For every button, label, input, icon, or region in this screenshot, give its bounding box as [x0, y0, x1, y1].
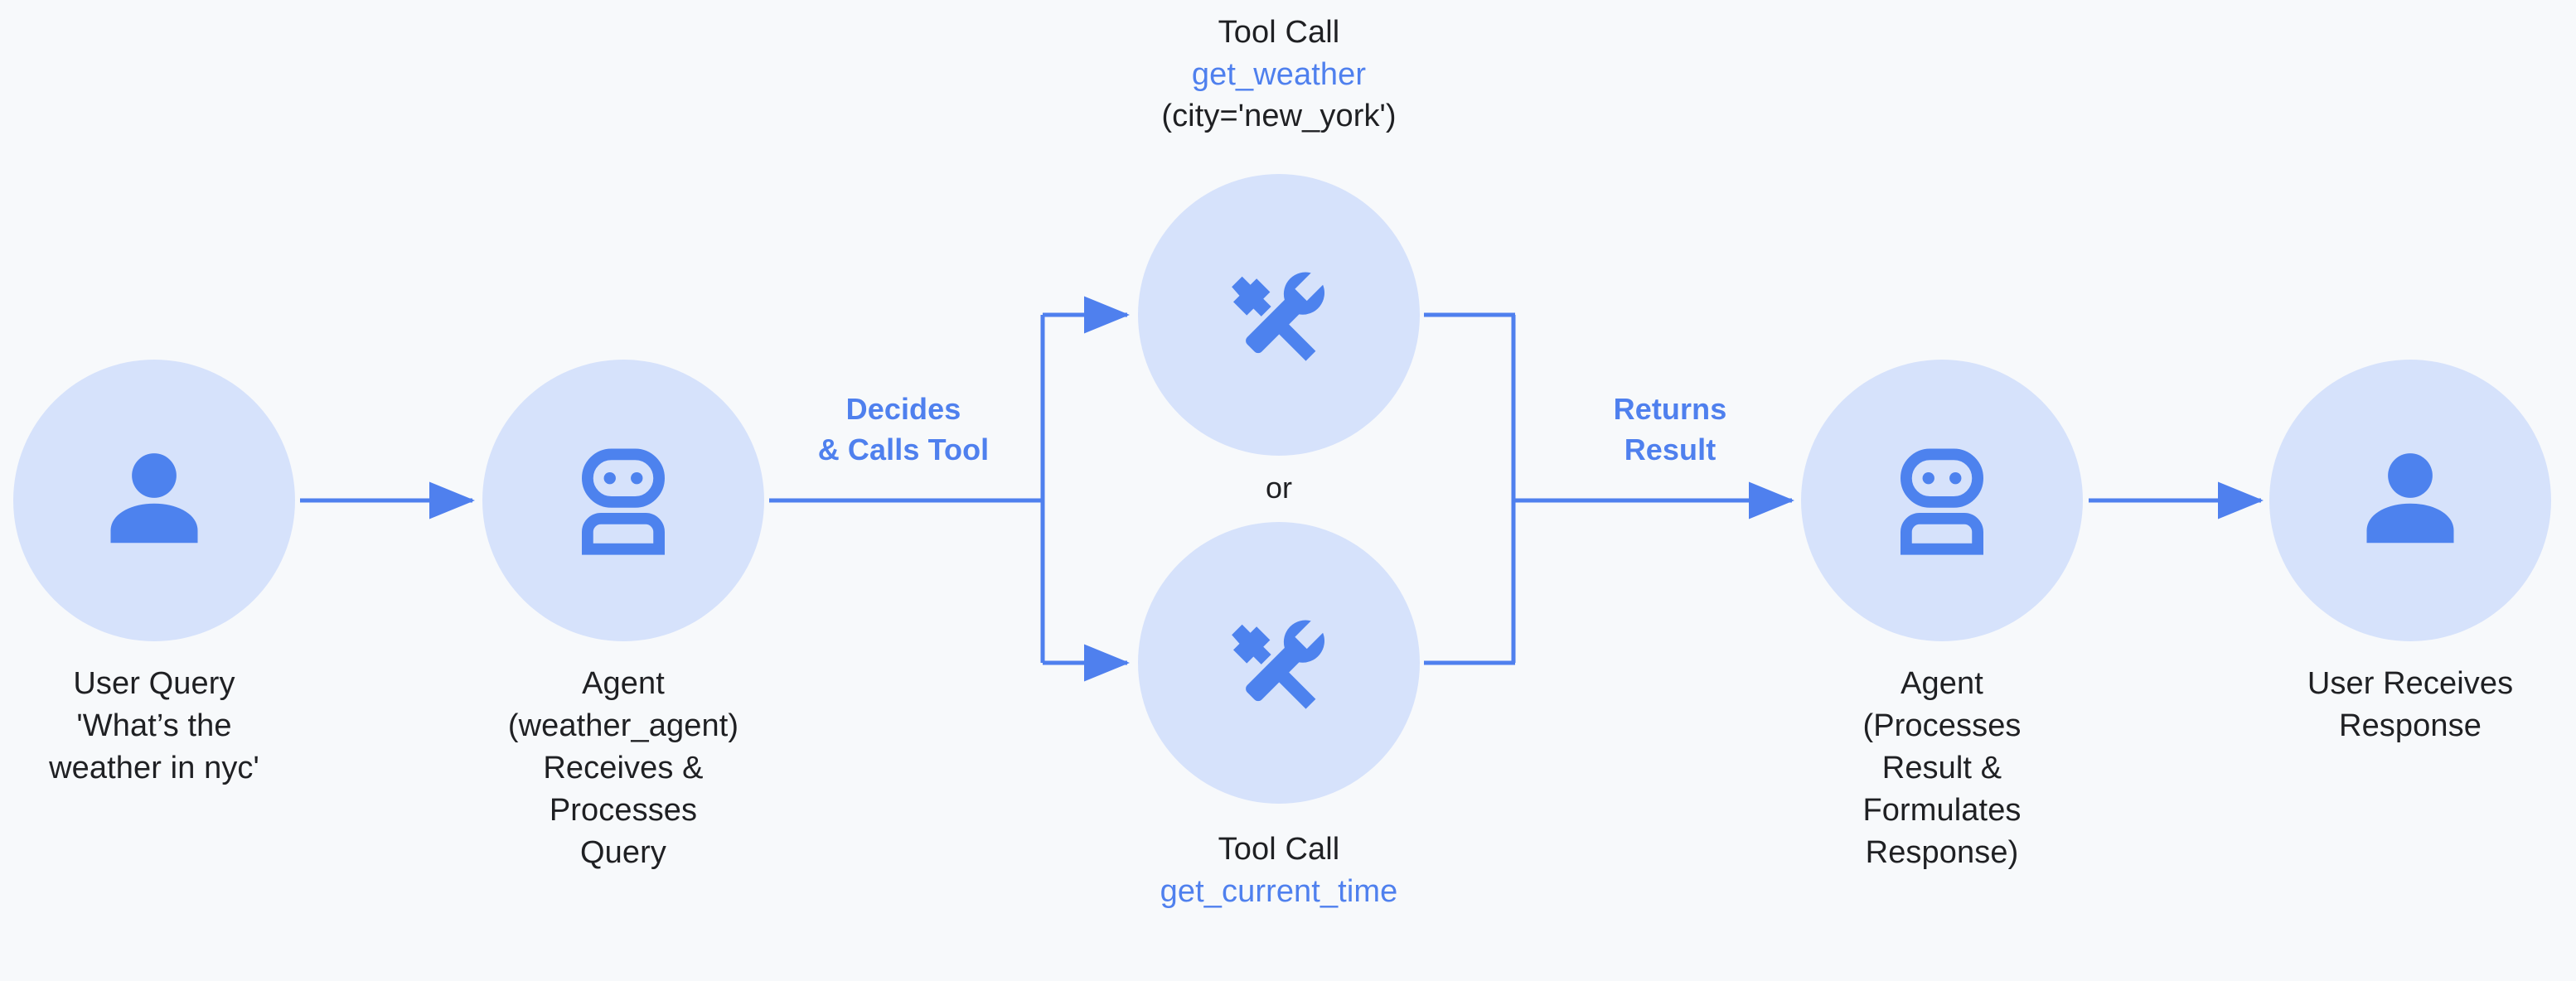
robot-icon	[561, 438, 685, 563]
edge-label-decides-calls-tool: Decides & Calls Tool	[817, 392, 990, 466]
caption-agent-processes: Agent (Processes Result & Formulates Res…	[1862, 666, 2022, 870]
node-user-query[interactable]	[13, 360, 295, 641]
caption-agent-receives: Agent (weather_agent) Receives & Process…	[507, 666, 739, 870]
tool-call-function-weather: get_weather	[1191, 56, 1367, 92]
caption-user-receives: User Receives Response	[2307, 666, 2514, 743]
branch-separator-label: or	[1265, 471, 1292, 505]
node-agent-processes[interactable]	[1801, 360, 2083, 641]
robot-icon	[1880, 438, 2004, 563]
caption-user-query: User Query 'What’s the weather in nyc'	[49, 666, 259, 785]
node-agent-receives[interactable]	[482, 360, 764, 641]
tool-call-args-weather: (city='new_york')	[1161, 99, 1397, 134]
node-tool-time[interactable]	[1138, 522, 1420, 804]
edge-label-returns-result: Returns Result	[1613, 392, 1727, 466]
label-tool-call-time: Tool Call get_current_time	[1113, 829, 1445, 912]
tool-call-function-time: get_current_time	[1160, 873, 1398, 909]
tool-call-title-time: Tool Call	[1218, 832, 1340, 867]
node-user-receives[interactable]	[2269, 360, 2551, 641]
node-tool-weather[interactable]	[1138, 174, 1420, 456]
user-icon	[2348, 438, 2472, 563]
tools-icon	[1217, 601, 1341, 725]
label-tool-call-weather: Tool Call get_weather (city='new_york')	[1113, 0, 1445, 138]
user-icon	[92, 438, 216, 563]
tools-icon	[1217, 253, 1341, 377]
tool-call-title-weather: Tool Call	[1218, 15, 1340, 50]
